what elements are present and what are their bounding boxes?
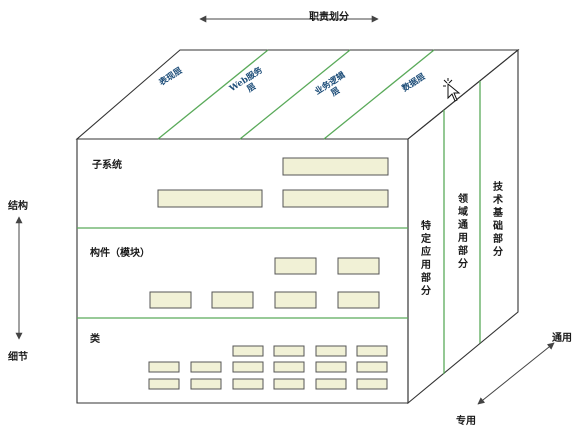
class-box xyxy=(315,345,347,357)
subsystem-boxes xyxy=(157,157,389,208)
right-face xyxy=(407,48,519,405)
row-title-class: 类 xyxy=(90,334,100,345)
class-box xyxy=(356,361,388,373)
class-box xyxy=(232,345,264,357)
component-box xyxy=(337,291,380,309)
row-title-subsystem: 子系统 xyxy=(92,160,122,171)
class-box xyxy=(315,361,347,373)
app-specific-label: 特定应用部分 xyxy=(421,221,431,297)
class-box xyxy=(232,378,264,390)
specific-label: 专用 xyxy=(456,416,476,427)
class-boxes xyxy=(148,345,388,390)
domain-common-label: 领域通用部分 xyxy=(458,194,468,270)
responsibility-label: 职责划分 xyxy=(309,12,349,23)
subsystem-box xyxy=(282,189,389,208)
class-box xyxy=(148,361,180,373)
row-title-component: 构件（模块） xyxy=(90,248,150,259)
structure-label: 结构 xyxy=(8,201,28,212)
subsystem-box xyxy=(157,189,263,208)
tech-foundation-label: 技术基础部分 xyxy=(493,182,503,258)
top-face-dividers xyxy=(157,49,435,140)
cube-outline xyxy=(75,48,520,405)
arrows xyxy=(15,15,555,405)
class-box xyxy=(315,378,347,390)
component-box xyxy=(149,291,192,309)
front-row-dividers xyxy=(77,227,408,319)
class-box xyxy=(190,361,222,373)
general-label: 通用 xyxy=(552,333,572,344)
class-box xyxy=(190,378,222,390)
component-box xyxy=(211,291,254,309)
class-box xyxy=(356,345,388,357)
general-specific-arrow xyxy=(477,342,555,405)
class-box xyxy=(273,361,305,373)
component-box xyxy=(337,257,380,275)
class-box xyxy=(356,378,388,390)
cursor-icon xyxy=(443,78,461,102)
component-boxes xyxy=(149,257,380,309)
subsystem-box xyxy=(282,157,389,176)
component-box xyxy=(274,257,317,275)
detail-label: 细节 xyxy=(8,352,28,363)
class-box xyxy=(232,361,264,373)
component-box xyxy=(274,291,317,309)
class-box xyxy=(273,345,305,357)
class-box xyxy=(273,378,305,390)
right-face-dividers xyxy=(443,81,481,374)
class-box xyxy=(148,378,180,390)
